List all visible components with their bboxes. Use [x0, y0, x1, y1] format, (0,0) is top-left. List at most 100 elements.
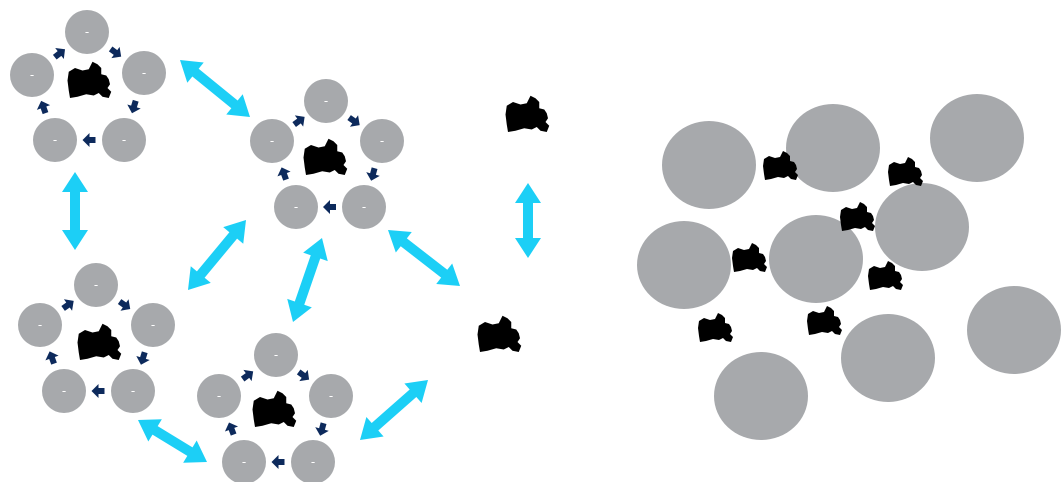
cluster-3-node-5-circle — [111, 369, 155, 413]
cluster-4-node-2: - — [197, 374, 241, 418]
cluster-1-node-2: - — [10, 53, 54, 97]
cluster-3-node-3-circle — [131, 303, 175, 347]
cluster-3-small-arrow-1-shape — [117, 299, 131, 311]
cluster-1-small-arrow-2-shape — [127, 99, 141, 114]
cluster-2-node-4: - — [274, 185, 318, 229]
cluster-1-node-2-label: - — [30, 68, 34, 82]
cluster-3-node-5: - — [111, 369, 155, 413]
standalone-hub-icon-1 — [505, 95, 550, 132]
cluster-4-hub-icon — [252, 390, 297, 427]
cluster-3: - - - - - — [18, 263, 175, 413]
cluster-4-small-arrow-3-shape — [271, 455, 285, 469]
cluster-1: ----- — [10, 10, 166, 162]
cluster-2-small-arrow-4-shape — [277, 167, 291, 181]
cluster-3-small-arrow-4-shape — [45, 351, 59, 365]
link-arrow-5 — [388, 230, 460, 286]
link-arrow-8-shape — [360, 379, 429, 440]
cluster-2-hub-icon — [303, 138, 348, 175]
link-arrow-2-shape — [62, 172, 88, 250]
large-node-8 — [841, 314, 935, 402]
cluster-1-small-arrow-1-shape — [108, 46, 122, 59]
cluster-1-node-5: - — [102, 118, 146, 162]
cluster-3-node-1-label: - — [94, 278, 98, 292]
link-arrow-3 — [188, 220, 246, 290]
cluster-2-node-2-circle — [250, 119, 294, 163]
cluster-1-small-arrow-4 — [36, 100, 51, 115]
standalone-hub-icon-2 — [477, 315, 522, 352]
cluster-4-node-4-circle — [222, 440, 266, 484]
cluster-4-small-arrow-5-shape — [240, 369, 254, 382]
cluster-1-small-arrow-2 — [127, 99, 141, 114]
cluster-3-node-1-circle — [74, 263, 118, 307]
link-arrow-4 — [287, 238, 328, 323]
cluster-4-node-1-circle — [254, 333, 298, 377]
cluster-3-small-arrow-2-shape — [136, 351, 150, 365]
cluster-1-hub-icon — [67, 61, 112, 98]
right-hub-icon-3 — [840, 202, 875, 231]
cluster-3-node-3-label: - — [151, 318, 155, 332]
cluster-3-small-arrow-3 — [91, 384, 105, 398]
large-node-3 — [930, 94, 1024, 182]
cluster-4-node-5-label: - — [311, 455, 315, 469]
cluster-3-small-arrow-3-shape — [91, 384, 105, 398]
link-arrow-7-shape — [138, 419, 208, 463]
cluster-3-small-arrow-4 — [45, 351, 59, 365]
right-panel — [637, 94, 1061, 440]
cluster-4-node-1-label: - — [274, 348, 278, 362]
cluster-3-node-2-circle — [18, 303, 62, 347]
cluster-3-node-5-label: - — [131, 384, 135, 398]
cluster-3-node-4: - — [42, 369, 86, 413]
cluster-2-small-arrow-1 — [347, 115, 360, 127]
large-node-7 — [967, 286, 1061, 374]
right-hub-icon-5 — [868, 261, 903, 290]
cluster-1-node-5-circle — [102, 118, 146, 162]
cluster-1-small-arrow-4-shape — [36, 100, 51, 115]
link-arrow-3-shape — [188, 220, 246, 290]
right-hub-icon-6 — [698, 313, 733, 342]
link-arrow-7 — [138, 419, 208, 463]
cluster-4-node-2-circle — [197, 374, 241, 418]
cluster-2-node-2-label: - — [270, 134, 274, 148]
cluster-4-node-3-circle — [309, 374, 353, 418]
link-arrow-6 — [515, 183, 541, 258]
cluster-2-node-1: - — [304, 79, 348, 123]
right-hub-icon-7 — [807, 306, 842, 335]
cluster-3-small-arrow-5 — [61, 299, 74, 311]
cluster-4-node-5: - — [291, 440, 335, 484]
cluster-2-node-5-circle — [342, 185, 386, 229]
right-hub-icon-4 — [732, 243, 767, 272]
cluster-4-small-arrow-2 — [315, 422, 329, 436]
cluster-3-node-2: - — [18, 303, 62, 347]
link-arrow-6-shape — [515, 183, 541, 258]
cluster-1-node-3-label: - — [142, 66, 146, 80]
cluster-4-small-arrow-4 — [224, 422, 239, 436]
cluster-1-node-3-circle — [122, 51, 166, 95]
cluster-1-node-4: - — [33, 118, 77, 162]
cluster-1-node-2-circle — [10, 53, 54, 97]
cluster-4-node-3: - — [309, 374, 353, 418]
cluster-3-small-arrow-1 — [117, 299, 131, 311]
cluster-1-node-1-label: - — [85, 25, 89, 39]
cluster-3-hub-icon — [77, 323, 122, 360]
cluster-2-node-1-circle — [304, 79, 348, 123]
cluster-2-node-5: - — [342, 185, 386, 229]
cluster-3-node-3: - — [131, 303, 175, 347]
cluster-1-small-arrow-5 — [52, 47, 66, 60]
cluster-2-small-arrow-3-shape — [323, 200, 336, 214]
cluster-2-node-4-label: - — [294, 200, 298, 214]
cluster-2-small-arrow-3 — [323, 200, 336, 214]
cluster-2-small-arrow-2-shape — [366, 167, 380, 181]
cluster-4-small-arrow-2-shape — [315, 422, 329, 436]
cluster-1-small-arrow-1 — [108, 46, 122, 59]
large-node-2 — [786, 104, 880, 192]
cluster-1-small-arrow-5-shape — [52, 47, 66, 60]
cluster-4-node-5-circle — [291, 440, 335, 484]
cluster-2-node-4-circle — [274, 185, 318, 229]
cluster-4-node-1: - — [254, 333, 298, 377]
cluster-2-node-3: - — [360, 119, 404, 163]
link-arrow-4-shape — [287, 238, 328, 323]
cluster-1-small-arrow-3 — [82, 133, 96, 147]
cluster-3-node-1: - — [74, 263, 118, 307]
